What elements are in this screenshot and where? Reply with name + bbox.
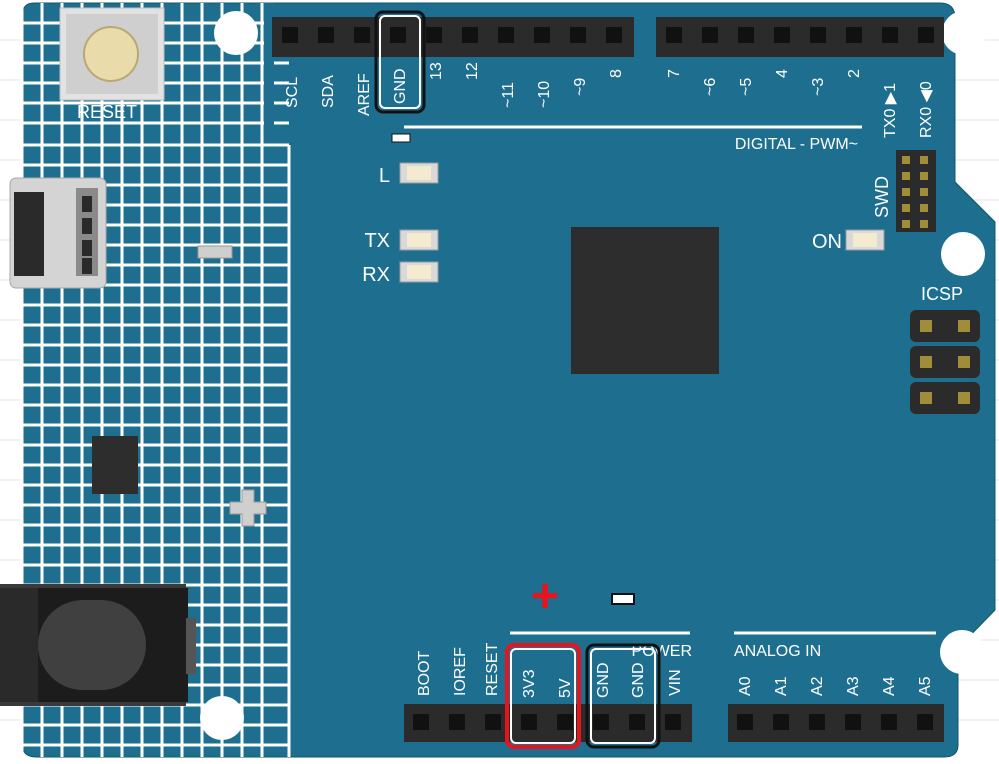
digital-pwm-label: DIGITAL - PWM~ <box>735 136 858 153</box>
minus-symbol-component <box>197 245 233 259</box>
mounting-hole-bottom-right <box>940 630 984 674</box>
pin-label-11: ~11 <box>500 82 517 108</box>
analog-header-labels: A0 A1 A2 A3 A4 A5 <box>737 676 934 696</box>
positive-pins-highlight-inner <box>510 648 576 744</box>
led-tx <box>399 229 439 251</box>
pin-label-gnd-top: GND <box>392 68 409 104</box>
led-on-label: ON <box>812 231 842 253</box>
pin-label-10: ~10 <box>536 81 553 108</box>
power-label: POWER <box>632 643 692 660</box>
minus-marker-top <box>391 133 411 143</box>
pin-label-gnd-1: GND <box>595 662 612 698</box>
pin-label-rx0: RX0 ◀0 <box>918 81 935 138</box>
pin-label-scl: SCL <box>284 77 301 108</box>
pin-label-a3: A3 <box>845 676 862 696</box>
led-rx-label: RX <box>362 264 390 286</box>
dc-barrel-jack <box>0 584 196 706</box>
pin-label-boot: BOOT <box>416 650 433 696</box>
top-gnd-highlight-inner <box>379 15 421 109</box>
led-rx <box>399 261 439 283</box>
pin-label-5v: 5V <box>557 678 574 698</box>
led-l <box>399 162 439 184</box>
top-right-header <box>656 17 944 57</box>
pin-label-a5: A5 <box>917 676 934 696</box>
reset-label: RESET <box>77 102 137 122</box>
analog-header <box>728 704 944 742</box>
pin-label-vin: VIN <box>667 669 684 696</box>
mounting-hole-bottom-left <box>200 696 244 740</box>
top-left-header <box>272 17 634 57</box>
pin-label-5: ~5 <box>738 78 755 96</box>
usb-c-connector <box>9 177 107 289</box>
pin-label-4: 4 <box>774 69 791 78</box>
pin-label-reset: RESET <box>484 642 501 696</box>
pin-label-6: ~6 <box>702 78 719 96</box>
reset-button[interactable] <box>59 7 165 101</box>
top-right-header-labels: 7 ~6 ~5 4 ~3 2 TX0 ▶1 RX0 ◀0 <box>666 69 935 138</box>
pin-label-2: 2 <box>846 69 863 78</box>
negative-pins-highlight-inner <box>590 648 656 744</box>
analog-in-label: ANALOG IN <box>734 643 821 660</box>
pin-label-9: ~9 <box>572 78 589 96</box>
pin-label-7: 7 <box>666 69 683 78</box>
pin-label-sda: SDA <box>320 75 337 108</box>
pin-label-8: 8 <box>608 69 625 78</box>
mounting-hole-top-right <box>942 11 986 55</box>
main-microcontroller <box>571 227 719 374</box>
pin-label-ioref: IOREF <box>452 647 469 696</box>
pin-label-tx0: TX0 ▶1 <box>882 83 899 138</box>
led-tx-label: TX <box>364 230 390 252</box>
mounting-hole-right <box>941 232 985 276</box>
pin-label-a2: A2 <box>809 676 826 696</box>
top-left-header-labels: SCL SDA AREF GND 13 12 ~11 ~10 ~9 8 <box>284 62 625 116</box>
swd-label: SWD <box>872 176 892 218</box>
power-header <box>404 704 692 742</box>
top-gnd-highlight <box>374 10 426 114</box>
pin-label-aref: AREF <box>356 73 373 116</box>
small-chip <box>92 436 138 494</box>
negative-pins-highlight <box>585 643 661 749</box>
pin-label-13: 13 <box>428 62 445 80</box>
icsp-label: ICSP <box>921 284 963 304</box>
positive-pins-highlight <box>505 643 581 749</box>
pin-label-3v3: 3V3 <box>521 669 538 698</box>
pin-label-a0: A0 <box>737 676 754 696</box>
pin-label-a4: A4 <box>881 676 898 696</box>
led-on <box>845 229 885 251</box>
pin-label-3: ~3 <box>810 78 827 96</box>
led-l-label: L <box>379 165 390 187</box>
board-fill-top <box>264 3 274 143</box>
plus-marker: + <box>531 570 559 623</box>
plus-symbol-component <box>229 489 267 527</box>
power-header-labels: BOOT IOREF RESET 3V3 5V GND GND VIN <box>416 642 684 698</box>
mounting-hole-top-left <box>214 11 258 55</box>
icsp-header <box>910 310 980 414</box>
minus-marker <box>611 593 635 605</box>
swd-header <box>896 150 936 232</box>
pin-label-a1: A1 <box>773 676 790 696</box>
pin-label-gnd-2: GND <box>630 662 647 698</box>
pin-label-12: 12 <box>464 62 481 80</box>
